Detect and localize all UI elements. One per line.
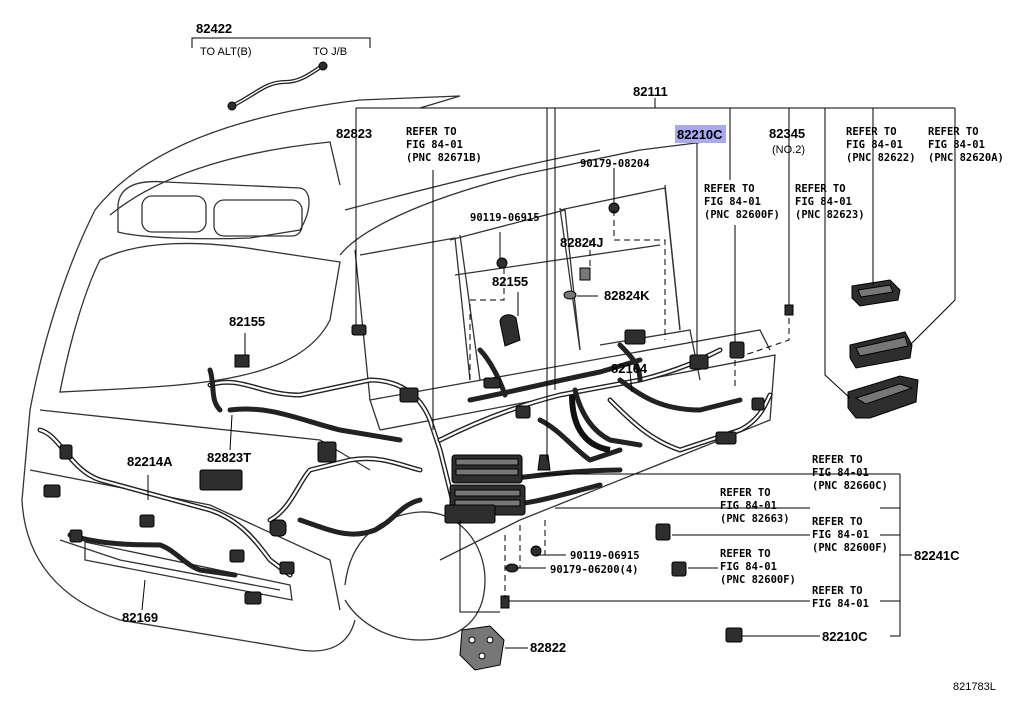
alternator-cable [191,37,371,111]
label-82169: 82169 [122,610,158,625]
ref-82663-line1: REFER TO [720,487,771,499]
ref-82660c-line2: FIG 84-01 [812,467,869,479]
junction-block-assembly [444,454,526,524]
ref-82600f-b-line3: (PNC 82600F) [720,574,796,586]
label-82345-note: (NO.2) [772,144,805,156]
highlight-82210c [675,125,726,143]
ref-82622-line2: FIG 84-01 [846,139,903,151]
ref-82623-line2: FIG 84-01 [795,196,852,208]
label-82823: 82823 [336,126,372,141]
label-82823t: 82823T [207,450,251,465]
label-82210c-top[interactable]: 82210C [677,127,723,142]
ref-82622-line3: (PNC 82622) [846,152,916,164]
ref-82622-line1: REFER TO [846,126,897,138]
ref-82620a-line2: FIG 84-01 [928,139,985,151]
label-82824j: 82824J [560,235,603,250]
label-to-jb: TO J/B [313,46,347,58]
label-to-alt: TO ALT(B) [200,46,252,58]
ref-82600f-a-line3: (PNC 82600F) [812,542,888,554]
ref-82671b-line2: FIG 84-01 [406,139,463,151]
label-82822: 82822 [530,640,566,655]
ref-82623-line3: (PNC 82623) [795,209,865,221]
label-90119-06915-bot: 90119-06915 [570,550,640,562]
ref-plain-line2: FIG 84-01 [812,598,869,610]
label-82345: 82345 [769,126,805,141]
label-82210c-bottom: 82210C [822,629,868,644]
figure-code: 821783L [953,681,996,693]
ref-82620a-line1: REFER TO [928,126,979,138]
ref-82671b-line3: (PNC 82671B) [406,152,482,164]
relay-boxes-right [847,279,919,419]
ref-plain-line1: REFER TO [812,585,863,597]
label-82214a: 82214A [127,454,173,469]
ref-82660c-line3: (PNC 82660C) [812,480,888,492]
ref-82600f-a-line2: FIG 84-01 [812,529,869,541]
ref-82600f-a-line1: REFER TO [812,516,863,528]
ref-82600f-top-line3: (PNC 82600F) [704,209,780,221]
ref-82671b-line1: REFER TO [406,126,457,138]
ref-82600f-b-line1: REFER TO [720,548,771,560]
label-82824k: 82824K [604,288,650,303]
callout-labels: 82422 TO ALT(B) TO J/B 82111 82823 REFER… [122,21,1004,693]
label-82155-mid: 82155 [492,274,528,289]
label-82111: 82111 [633,84,668,99]
label-82241c: 82241C [914,548,960,563]
ref-82663-line3: (PNC 82663) [720,513,790,525]
ref-82620a-line3: (PNC 82620A) [928,152,1004,164]
ref-82600f-top-line2: FIG 84-01 [704,196,761,208]
label-90119-06915-top: 90119-06915 [470,212,540,224]
label-82164: 82164 [611,361,648,376]
label-90179-08204: 90179-08204 [580,158,650,170]
ref-82663-line2: FIG 84-01 [720,500,777,512]
ref-82600f-top-line1: REFER TO [704,183,755,195]
leader-lines [141,98,956,649]
ref-82623-line1: REFER TO [795,183,846,195]
small-parts [43,202,794,671]
label-82155-left: 82155 [229,314,265,329]
ref-82600f-b-line2: FIG 84-01 [720,561,777,573]
ref-82660c-line1: REFER TO [812,454,863,466]
label-82422: 82422 [196,21,232,36]
label-90179-06200: 90179-06200(4) [550,564,639,576]
